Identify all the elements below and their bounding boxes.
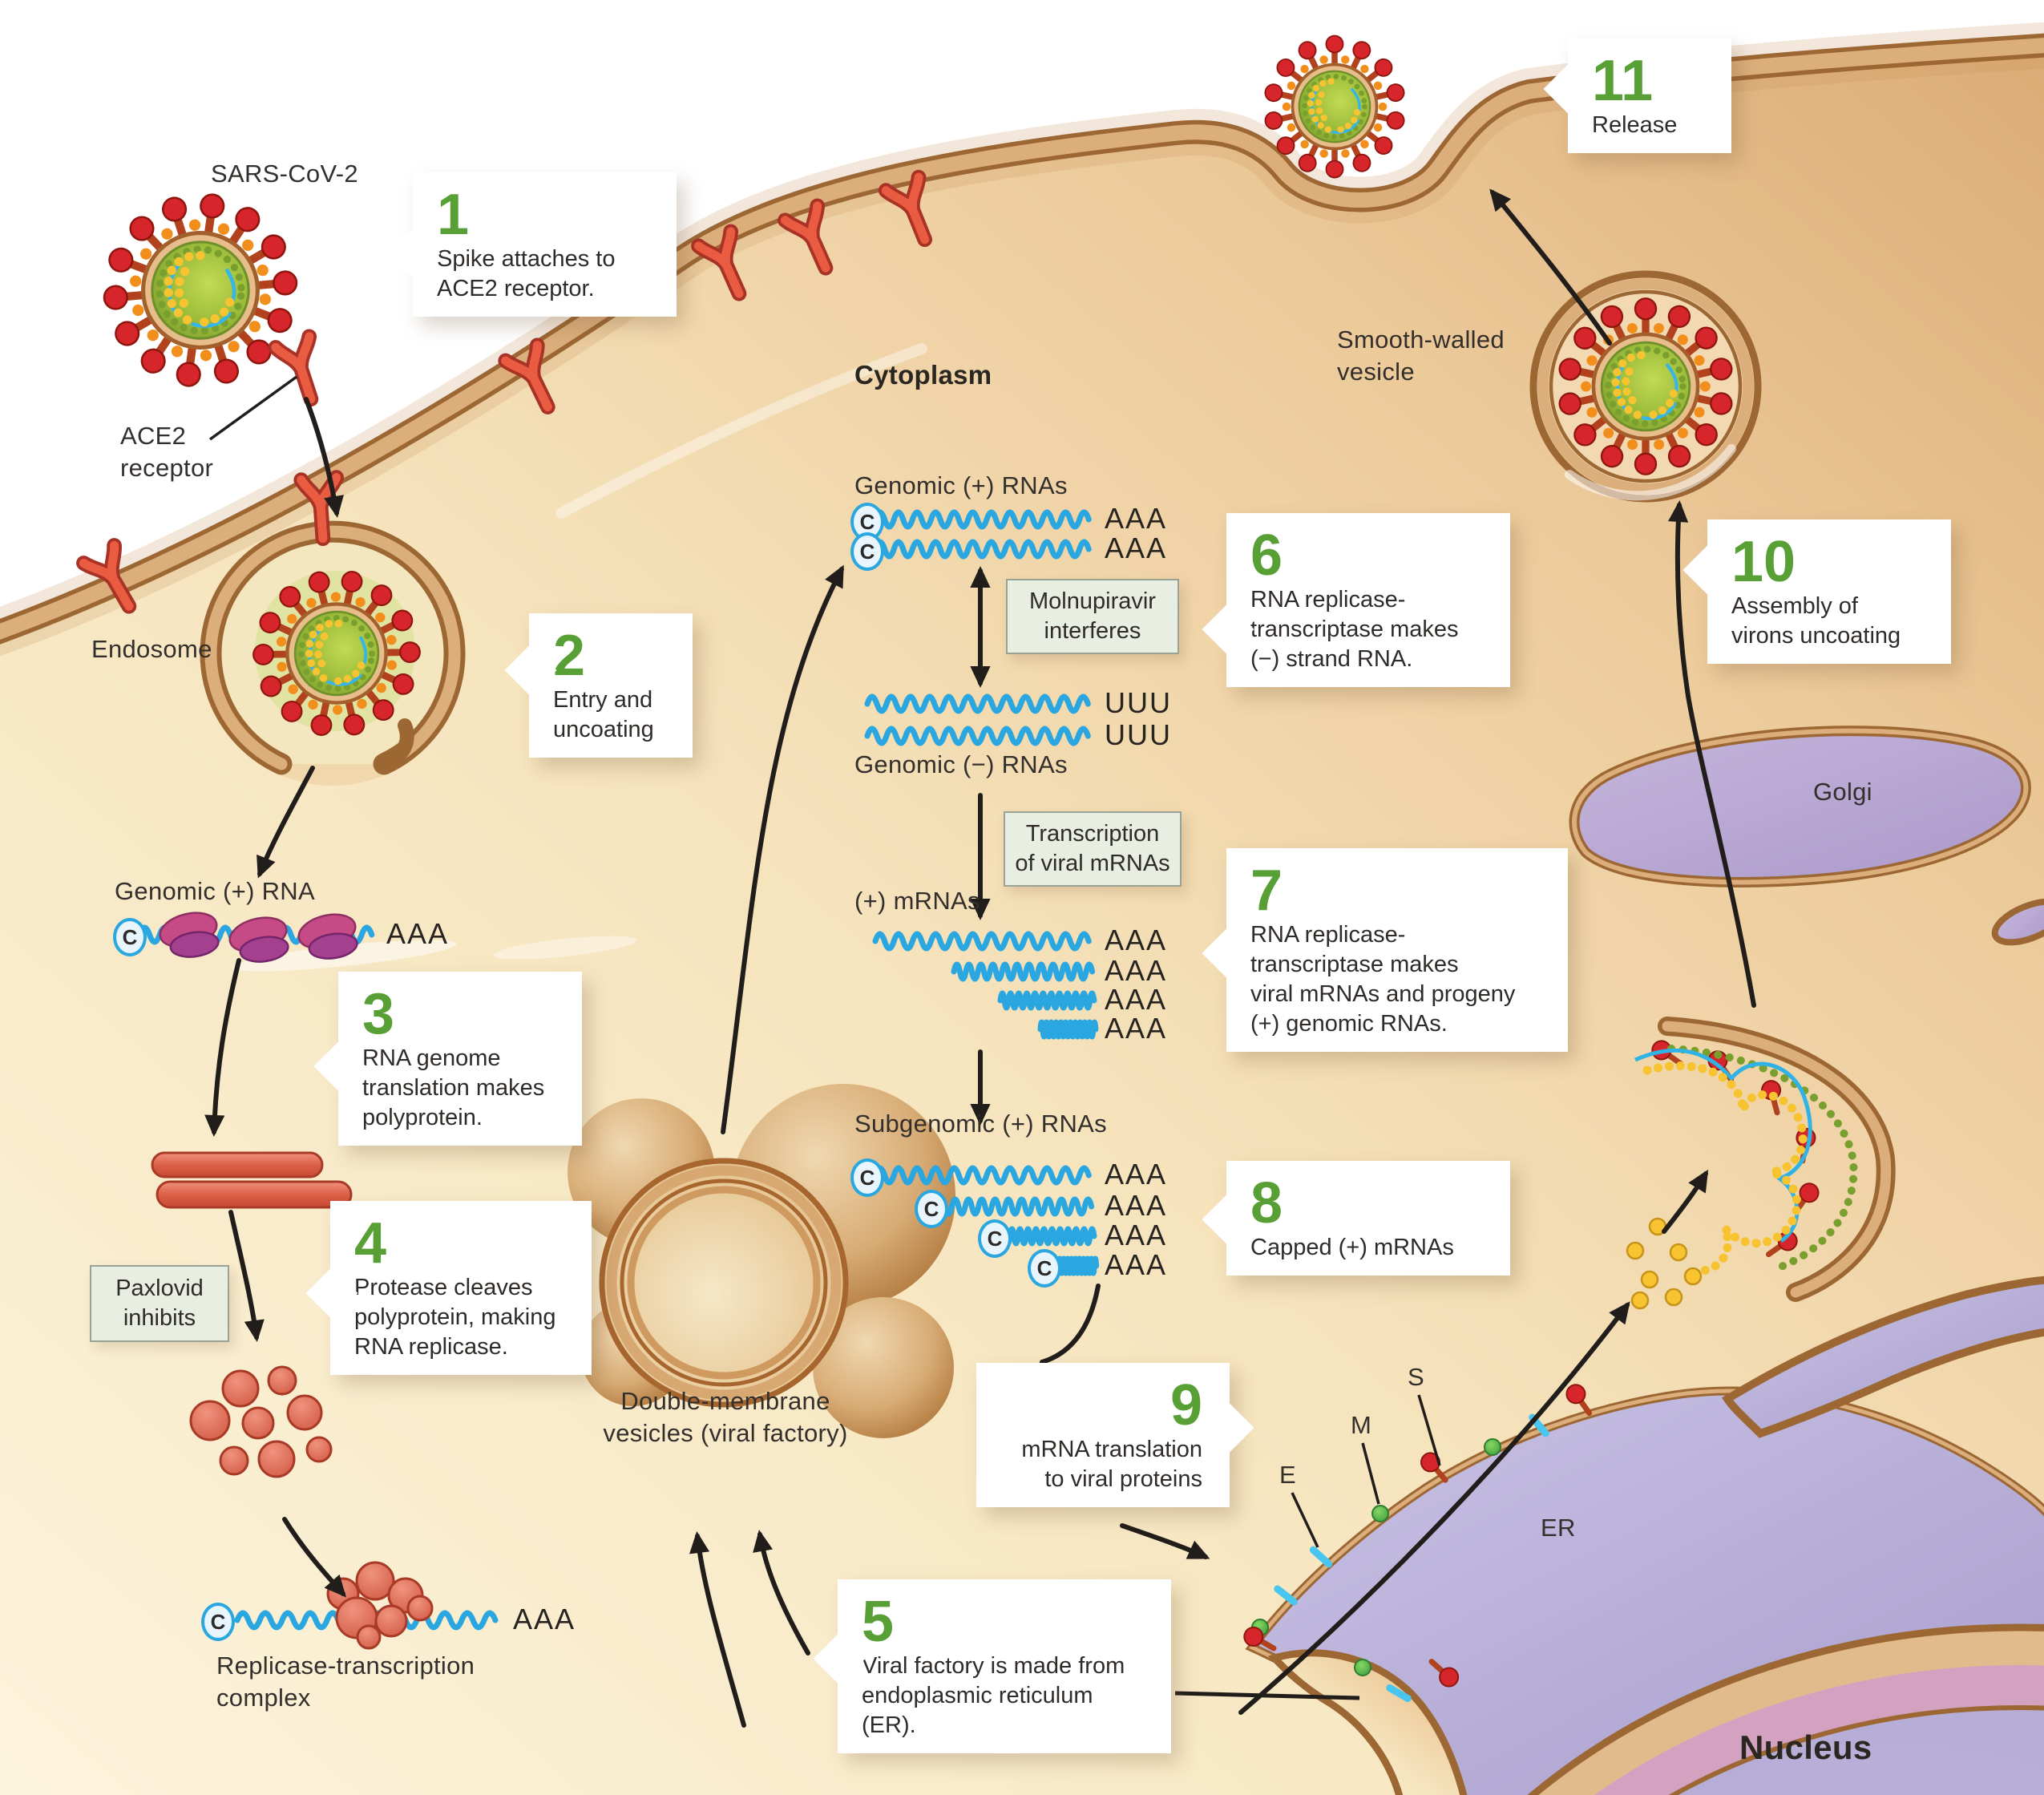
genomic-plus-rna-label: Genomic (+) RNA bbox=[115, 877, 315, 905]
cleaved-protein-blobs bbox=[189, 1365, 333, 1478]
arrow-nprotein-to-crescent bbox=[1662, 1169, 1709, 1234]
rna-cap: C bbox=[201, 1603, 235, 1641]
rna-cap: C bbox=[113, 918, 147, 956]
leader-step5-to-er bbox=[1174, 1691, 1360, 1700]
poly-a-tail: AAA bbox=[1105, 954, 1168, 987]
golgi-apparatus bbox=[1569, 726, 2044, 946]
poly-u-tail: UUU bbox=[1105, 718, 1172, 751]
arrow-rna-to-polyprotein bbox=[204, 958, 241, 1137]
nucleus-label: Nucleus bbox=[1739, 1728, 1872, 1766]
poly-a-tail: AAA bbox=[1105, 1248, 1168, 1281]
step-3-callout: 3 RNA genome translation makes polyprote… bbox=[313, 972, 582, 1146]
arrow-blobs-to-replicase bbox=[282, 1517, 346, 1598]
step-2-callout: 2 Entry and uncoating bbox=[504, 613, 693, 758]
m-protein-icon bbox=[1484, 1438, 1501, 1456]
er-label: ER bbox=[1541, 1514, 1576, 1542]
rna-cap: C bbox=[978, 1219, 1012, 1258]
replicase-transcription-complex bbox=[237, 1561, 495, 1650]
m-protein-icon bbox=[1371, 1505, 1389, 1522]
m-protein-label: M bbox=[1351, 1411, 1372, 1439]
step-11-callout: 11 Release bbox=[1543, 38, 1731, 153]
poly-a-tail: AAA bbox=[1105, 1189, 1168, 1222]
leader-ace2 bbox=[208, 375, 298, 441]
smooth-vesicle-label: Smooth-walled vesicle bbox=[1337, 325, 1505, 386]
m-protein-icon bbox=[1354, 1659, 1371, 1676]
poly-a-tail: AAA bbox=[513, 1603, 576, 1635]
poly-a-tail: AAA bbox=[1105, 532, 1168, 564]
step-9-callout: 9 mRNA translation to viral proteins bbox=[976, 1363, 1254, 1507]
endosome-label: Endosome bbox=[91, 635, 212, 663]
poly-a-tail: AAA bbox=[1105, 924, 1168, 956]
cytoplasm-shine bbox=[493, 936, 637, 960]
sars-cov-2-label: SARS-CoV-2 bbox=[211, 160, 358, 188]
genomic-plus-rnas-label: Genomic (+) RNAs bbox=[854, 471, 1068, 499]
ace2-receptor-label: ACE2 receptor bbox=[120, 422, 214, 482]
replicase-complex-label: Replicase-transcription complex bbox=[216, 1651, 475, 1712]
subgenomic-rnas-label: Subgenomic (+) RNAs bbox=[854, 1110, 1107, 1138]
paxlovid-box: Paxlovid inhibits bbox=[90, 1265, 229, 1342]
arrow-vesicle-to-release bbox=[1489, 188, 1612, 346]
leader-m bbox=[1361, 1442, 1380, 1505]
s-protein-label: S bbox=[1408, 1363, 1424, 1391]
e-protein-label: E bbox=[1279, 1461, 1296, 1489]
leader-s bbox=[1417, 1394, 1441, 1466]
rna-cap: C bbox=[1028, 1249, 1061, 1288]
step-5-callout: 5 Viral factory is made from endoplasmic… bbox=[813, 1579, 1171, 1753]
molnupiravir-box: Molnupiravir interferes bbox=[1006, 579, 1179, 654]
step-7-callout: 7 RNA replicase- transcriptase makes vir… bbox=[1202, 848, 1568, 1052]
poly-a-tail: AAA bbox=[1105, 502, 1168, 535]
arrow-polyprotein-to-protease bbox=[228, 1210, 265, 1342]
arrow-er-to-dmv-2 bbox=[753, 1530, 810, 1656]
assembling-virion-crescent bbox=[1634, 1017, 1896, 1302]
rna-cap: C bbox=[850, 532, 884, 571]
flow-arrows bbox=[204, 188, 1756, 1728]
cytoplasm-label: Cytoplasm bbox=[854, 360, 992, 390]
poly-a-tail: AAA bbox=[1105, 983, 1168, 1016]
leader-lines bbox=[208, 375, 1441, 1700]
poly-a-tail: AAA bbox=[1105, 1012, 1168, 1045]
er-arm bbox=[1721, 1276, 2044, 1438]
step-10-callout: 10 Assembly of virons uncoating bbox=[1682, 519, 1951, 664]
step-8-callout: 8 Capped (+) mRNAs bbox=[1202, 1161, 1510, 1276]
golgi-label: Golgi bbox=[1813, 778, 1872, 806]
sars-cov-2-virion bbox=[91, 181, 309, 399]
leader-e bbox=[1291, 1492, 1319, 1548]
dmv-label: Double-membrane vesicles (viral factory) bbox=[603, 1387, 848, 1447]
poly-u-tail: UUU bbox=[1105, 686, 1172, 719]
plus-mrnas-label: (+) mRNAs bbox=[854, 887, 980, 915]
arrow-crescent-to-vesicle bbox=[1668, 500, 1756, 1008]
rna-cap: C bbox=[850, 1158, 884, 1197]
polyprotein-bars bbox=[151, 1151, 353, 1209]
poly-a-tail: AAA bbox=[386, 917, 450, 950]
poly-a-tail: AAA bbox=[1105, 1158, 1168, 1191]
arrow-endosome-to-rna bbox=[257, 766, 315, 879]
step-6-callout: 6 RNA replicase- transcriptase makes (−)… bbox=[1202, 513, 1510, 687]
nucleus bbox=[1527, 1623, 2044, 1795]
arrow-translation-to-er bbox=[1120, 1523, 1210, 1559]
genomic-minus-rnas-label: Genomic (−) RNAs bbox=[854, 750, 1068, 778]
arrow-er-to-dmv-1 bbox=[689, 1531, 746, 1728]
n-protein-dots bbox=[1626, 1217, 1703, 1310]
poly-a-tail: AAA bbox=[1105, 1219, 1168, 1251]
step-4-callout: 4 Protease cleaves polyprotein, making R… bbox=[305, 1201, 592, 1375]
membrane-gloss bbox=[555, 343, 927, 519]
rna-cap: C bbox=[915, 1190, 948, 1228]
step-1-callout: 1 Spike attaches to ACE2 receptor. bbox=[388, 172, 677, 317]
arrow-receptor-to-endosome bbox=[304, 397, 344, 518]
transcription-box: Transcription of viral mRNAs bbox=[1004, 811, 1182, 887]
arrow-dmv-to-genomic-rnas bbox=[721, 564, 844, 1134]
arrow-er-to-nprotein bbox=[1238, 1301, 1630, 1715]
double-membrane-vesicles bbox=[568, 1084, 955, 1438]
arrow-subgenomic-to-translation bbox=[1040, 1284, 1101, 1364]
ace2-receptor-icon bbox=[276, 337, 328, 405]
